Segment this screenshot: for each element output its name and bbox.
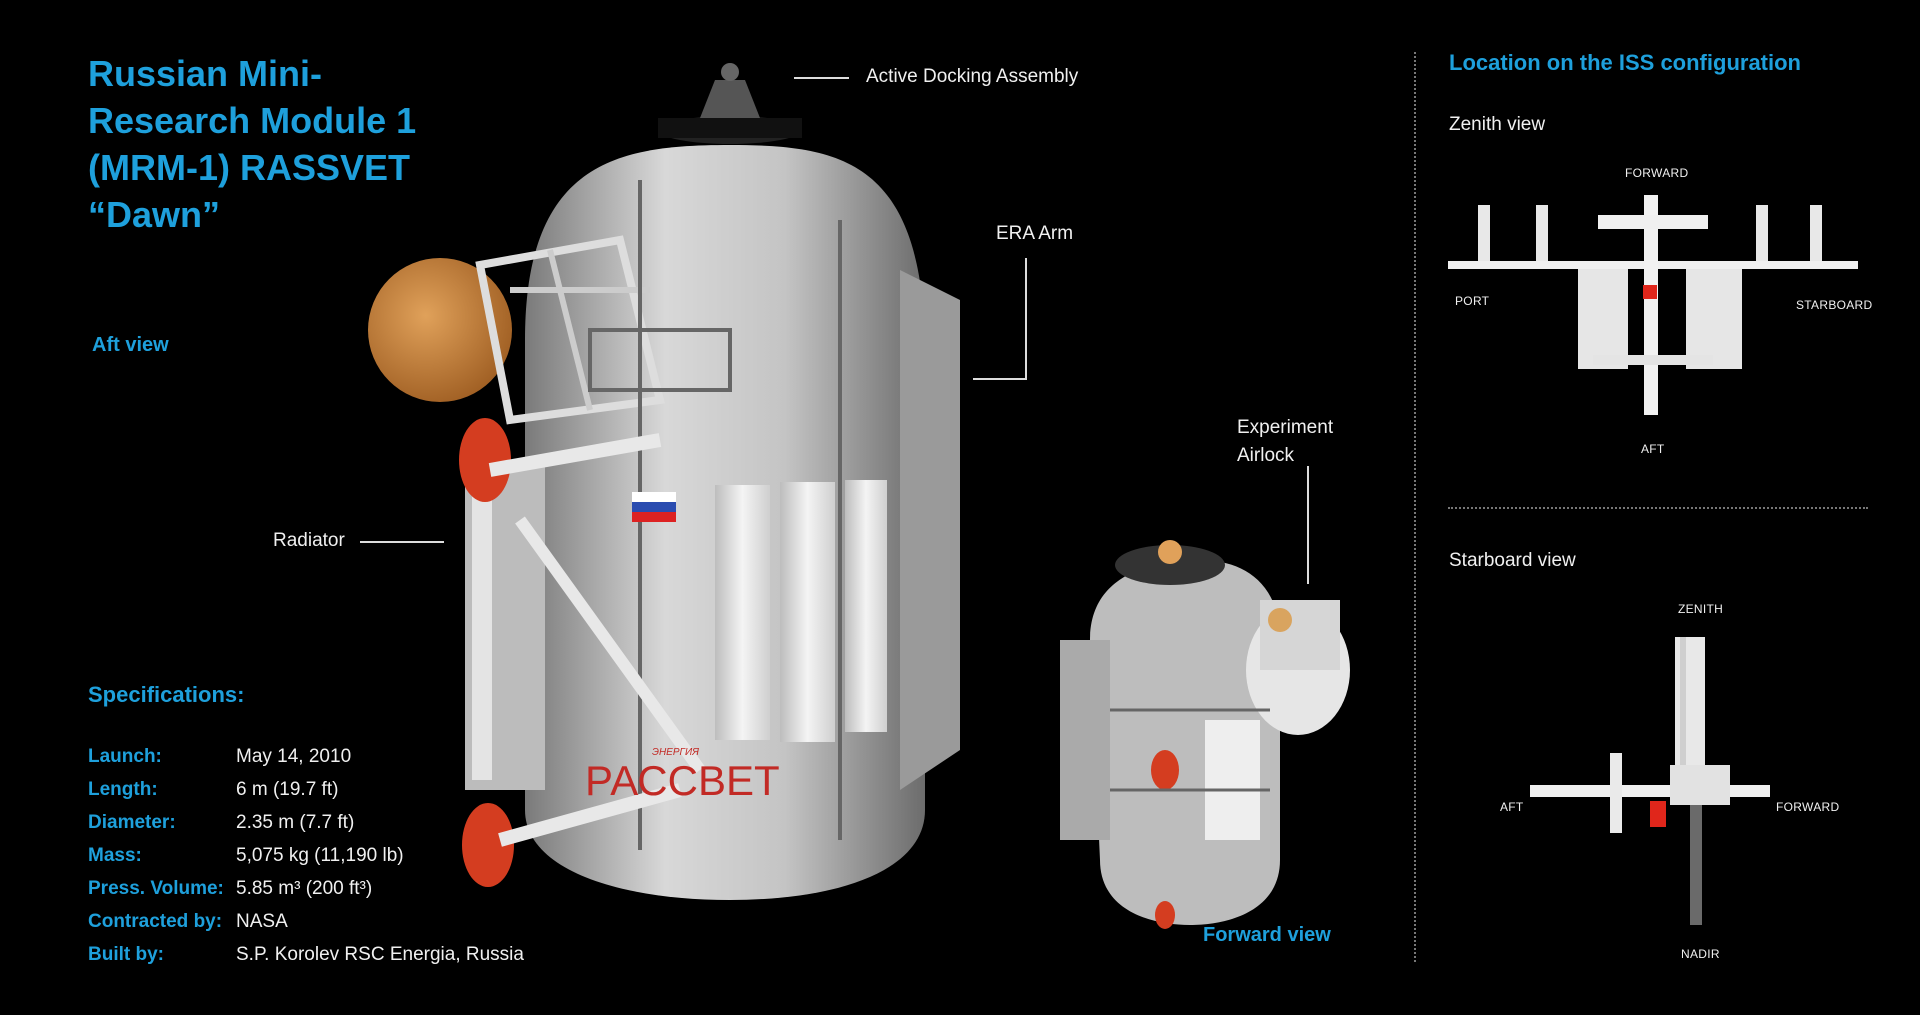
iss-zenith-diagram [1448,195,1858,415]
zenith-view-label: Zenith view [1449,114,1546,135]
zenith-port-label: PORT [1455,294,1490,308]
spec-row: Built by: S.P. Korolev RSC Energia, Russ… [88,943,524,965]
forward-view-label: Forward view [1203,924,1331,946]
spec-row: Launch: May 14, 2010 [88,745,352,767]
spec-row: Press. Volume: 5.85 m³ (200 ft³) [88,877,373,899]
callout-era-arm: ERA Arm [996,223,1074,244]
zenith-aft-label: AFT [1641,442,1665,456]
starboard-nadir-label: NADIR [1681,947,1720,961]
leader-experiment [1307,466,1309,584]
vertical-divider [1414,52,1416,962]
page-title: Russian Mini- Research Module 1 (MRM-1) … [88,53,417,235]
leader-docking [794,77,849,79]
spec-row: Length: 6 m (19.7 ft) [88,778,339,800]
leader-radiator [360,541,444,543]
specifications-heading: Specifications: [88,682,245,707]
zenith-forward-label: FORWARD [1625,166,1689,180]
leader-era-vertical [1025,258,1027,380]
spec-row: Mass: 5,075 kg (11,190 lb) [88,844,404,866]
location-title: Location on the ISS configuration [1449,50,1801,75]
module-name-cyrillic: РАССВЕТ [585,757,780,804]
rassvet-forward-illustration [1060,540,1350,929]
callout-docking-assembly: Active Docking Assembly [866,66,1079,87]
horizontal-divider [1448,507,1868,509]
aft-view-label: Aft view [92,334,169,356]
zenith-starboard-label: STARBOARD [1796,298,1873,312]
spec-row: Diameter: 2.35 m (7.7 ft) [88,811,355,833]
starboard-aft-label: AFT [1500,800,1524,814]
starboard-forward-label: FORWARD [1776,800,1840,814]
rassvet-aft-illustration: РАССВЕТ ЭНЕРГИЯ [368,63,960,900]
callout-radiator: Radiator [273,530,345,551]
iss-starboard-diagram [1530,637,1770,925]
starboard-zenith-label: ZENITH [1678,602,1724,616]
spec-row: Contracted by: NASA [88,910,288,932]
callout-experiment-airlock: Experiment Airlock [1237,417,1334,466]
energia-logo-text: ЭНЕРГИЯ [652,747,699,758]
leader-era-horizontal [973,378,1027,380]
specifications-table: Launch: May 14, 2010 Length: 6 m (19.7 f… [88,740,524,971]
starboard-view-label: Starboard view [1449,550,1576,571]
